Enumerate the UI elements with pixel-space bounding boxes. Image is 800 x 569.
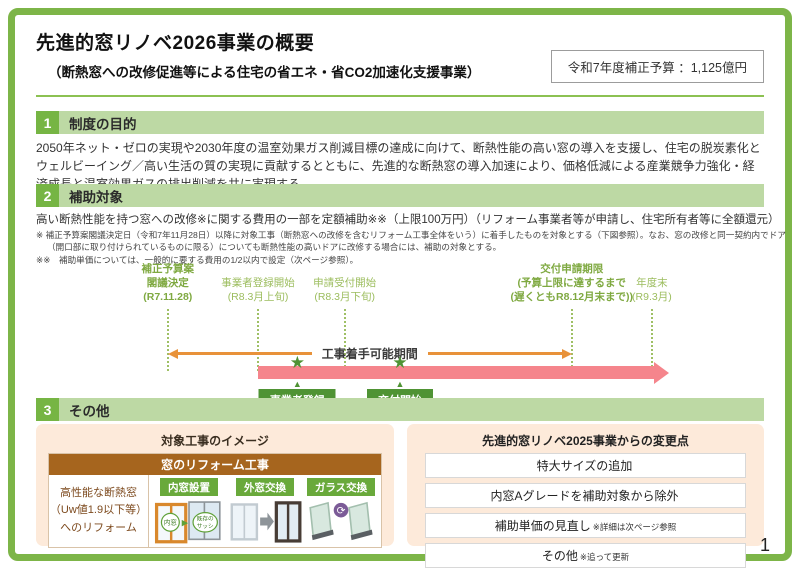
- milestone-line: 事業者登録開始: [221, 277, 295, 289]
- milestone-dotted-line: [343, 309, 346, 371]
- glass-replace-illustration: ⟳: [309, 501, 373, 541]
- high-performance-window-label: 高性能な断熱窓 （Uw値1.9以下等） へのリフォーム: [49, 475, 149, 547]
- star-icon: ★: [392, 353, 408, 372]
- left-label-line: へのリフォーム: [60, 521, 137, 534]
- subsidy-note-2: ※※ 補助単価については、一般的に要する費用の1/2以内で設定（次ページ参照）。: [36, 254, 359, 265]
- star-icon: ★: [289, 353, 305, 372]
- milestone-line: 年度末: [636, 277, 668, 289]
- milestone-line: (R8.3月上旬): [227, 290, 289, 303]
- window-reform-band: 窓のリフォーム工事: [49, 454, 381, 475]
- section-number-2: 2: [36, 184, 59, 207]
- header-divider: [36, 95, 764, 97]
- milestone-cabinet-decision: 補正予算案 閣議決定 (R7.11.28): [142, 263, 195, 305]
- milestone-line: (予算上限に達するまで: [517, 276, 627, 289]
- subsidy-notes: ※ 補正予算案閣議決定日（令和7年11月28日）以降に対象工事（断熱窓への改修を…: [36, 229, 786, 266]
- window-reform-table: 窓のリフォーム工事 高性能な断熱窓 （Uw値1.9以下等） へのリフォーム 内窓…: [48, 453, 382, 548]
- gray-arrow-icon: [260, 512, 274, 531]
- page-border: [8, 8, 792, 561]
- section-title-purpose: 制度の目的: [69, 116, 137, 132]
- milestone-application-start: 申請受付開始 (R8.3月下旬): [313, 263, 376, 305]
- change-row-text: その他: [541, 549, 578, 563]
- change-row-note: ※追って更新: [579, 552, 630, 562]
- change-row-note: ※詳細は次ページ参照: [592, 522, 677, 532]
- milestone-line: (R9.3月): [632, 290, 672, 303]
- milestone-line: (R8.3月下旬): [314, 290, 376, 303]
- small-arrow-icon: [181, 519, 189, 527]
- changes-box: 先進的窓リノベ2025事業からの変更点 特大サイズの追加 内窓Aグレードを補助対…: [407, 424, 764, 568]
- page-title: 先進的窓リノベ2026事業の概要: [36, 33, 315, 54]
- section-subsidy-header: 2 補助対象: [36, 184, 764, 207]
- inner-window-badge: 内窓設置: [160, 478, 218, 496]
- inner-window-circle-label: 内窓: [164, 518, 177, 527]
- arrow-right-icon: [561, 348, 572, 359]
- milestone-line: 申請受付開始: [313, 277, 377, 289]
- arrow-line: [427, 352, 562, 355]
- milestone-line: (遅くともR8.12月末まで)): [510, 290, 634, 303]
- arrow-left-icon: [167, 348, 178, 359]
- milestone-application-deadline: 交付申請期限 (予算上限に達するまで (遅くともR8.12月末まで)): [511, 263, 634, 305]
- target-works-box: 対象工事のイメージ 窓のリフォーム工事 高性能な断熱窓 （Uw値1.9以下等） …: [36, 424, 394, 548]
- glass-replace-badge: ガラス交換: [306, 478, 376, 496]
- section-other-header: 3 その他: [36, 398, 764, 421]
- left-label-line: （Uw値1.9以下等）: [49, 504, 148, 517]
- change-row-other: その他※追って更新: [425, 543, 746, 568]
- left-label-line: 高性能な断熱窓: [60, 487, 137, 500]
- work-item-outer-window: 外窓交換: [227, 478, 303, 545]
- change-row-unit-price: 補助単価の見直し※詳細は次ページ参照: [425, 513, 746, 538]
- change-row-grade-a: 内窓Aグレードを補助対象から除外: [425, 483, 746, 508]
- schedule-timeline: 補正予算案 閣議決定 (R7.11.28) 事業者登録開始 (R8.3月上旬) …: [36, 263, 764, 411]
- works-box-title: 対象工事のイメージ: [161, 434, 269, 448]
- subsidy-note-1: ※ 補正予算案閣議決定日（令和7年11月28日）以降に対象工事（断熱窓への改修を…: [36, 230, 786, 240]
- existing-sash-label-2: サッシ: [197, 523, 214, 530]
- milestone-dotted-line: [570, 309, 573, 371]
- milestone-line: 補正予算案: [141, 263, 195, 275]
- milestone-line: (R7.11.28): [143, 290, 193, 303]
- outer-window-illustration: [230, 501, 302, 543]
- work-item-glass: ガラス交換 ⟳: [303, 478, 379, 545]
- program-period-arrow: [258, 361, 669, 384]
- work-start-period-label: 工事着手可能期間: [321, 347, 418, 361]
- page-subtitle: （断熱窓への改修促進等による住宅の省エネ・省CO2加速化支援事業）: [48, 65, 481, 80]
- outer-window-badge: 外窓交換: [236, 478, 294, 496]
- section-number-3: 3: [36, 398, 59, 421]
- arrow-up-icon: ▲: [292, 379, 302, 389]
- milestone-dotted-line: [257, 309, 260, 371]
- page-number: 1: [759, 535, 770, 555]
- change-row-text: 補助単価の見直し: [494, 519, 591, 533]
- subsidy-lead: 高い断熱性能を持つ窓への改修※に関する費用の一部を定額補助※※（上限100万円）…: [36, 214, 780, 226]
- purpose-body: 2050年ネット・ゼロの実現や2030年度の温室効果ガス削減目標の達成に向けて、…: [36, 141, 761, 191]
- header: 先進的窓リノベ2026事業の概要 （断熱窓への改修促進等による住宅の省エネ・省C…: [36, 28, 764, 83]
- title-block: 先進的窓リノベ2026事業の概要 （断熱窓への改修促進等による住宅の省エネ・省C…: [36, 28, 480, 81]
- section-title-other: その他: [69, 403, 110, 419]
- section-purpose-header: 1 制度の目的: [36, 111, 764, 134]
- section-number-1: 1: [36, 111, 59, 134]
- inner-window-illustration: 内窓 既存の サッシ: [154, 501, 221, 544]
- change-row-oversize: 特大サイズの追加: [425, 453, 746, 478]
- changes-box-title: 先進的窓リノベ2025事業からの変更点: [482, 434, 689, 448]
- milestone-line: 交付申請期限: [540, 263, 604, 275]
- work-item-inner-window: 内窓設置 内窓 既存の: [151, 478, 227, 545]
- milestone-dotted-line: [650, 309, 653, 371]
- milestone-registration-start: 事業者登録開始 (R8.3月上旬): [221, 263, 295, 305]
- subsidy-note-1-cont: （開口部に取り付けられているものに限る）についても断熱性能の高いドアに改修する場…: [47, 242, 502, 253]
- refresh-icon: ⟳: [337, 505, 346, 517]
- budget-box: 令和7年度補正予算 ：1,125億円: [550, 50, 764, 83]
- section-title-subsidy: 補助対象: [69, 189, 123, 205]
- arrow-line: [177, 352, 312, 355]
- milestone-dotted-line: [166, 309, 169, 371]
- existing-sash-label-1: 既存の: [197, 515, 214, 523]
- milestone-line: 閣議決定: [146, 276, 189, 289]
- change-row-text: 内窓Aグレードを補助対象から除外: [490, 489, 679, 503]
- milestone-fiscal-year-end: 年度末 (R9.3月): [632, 263, 672, 305]
- arrow-up-icon: ▲: [395, 379, 405, 389]
- change-row-text: 特大サイズの追加: [536, 459, 633, 473]
- work-start-period-arrow: 工事着手可能期間: [167, 345, 572, 362]
